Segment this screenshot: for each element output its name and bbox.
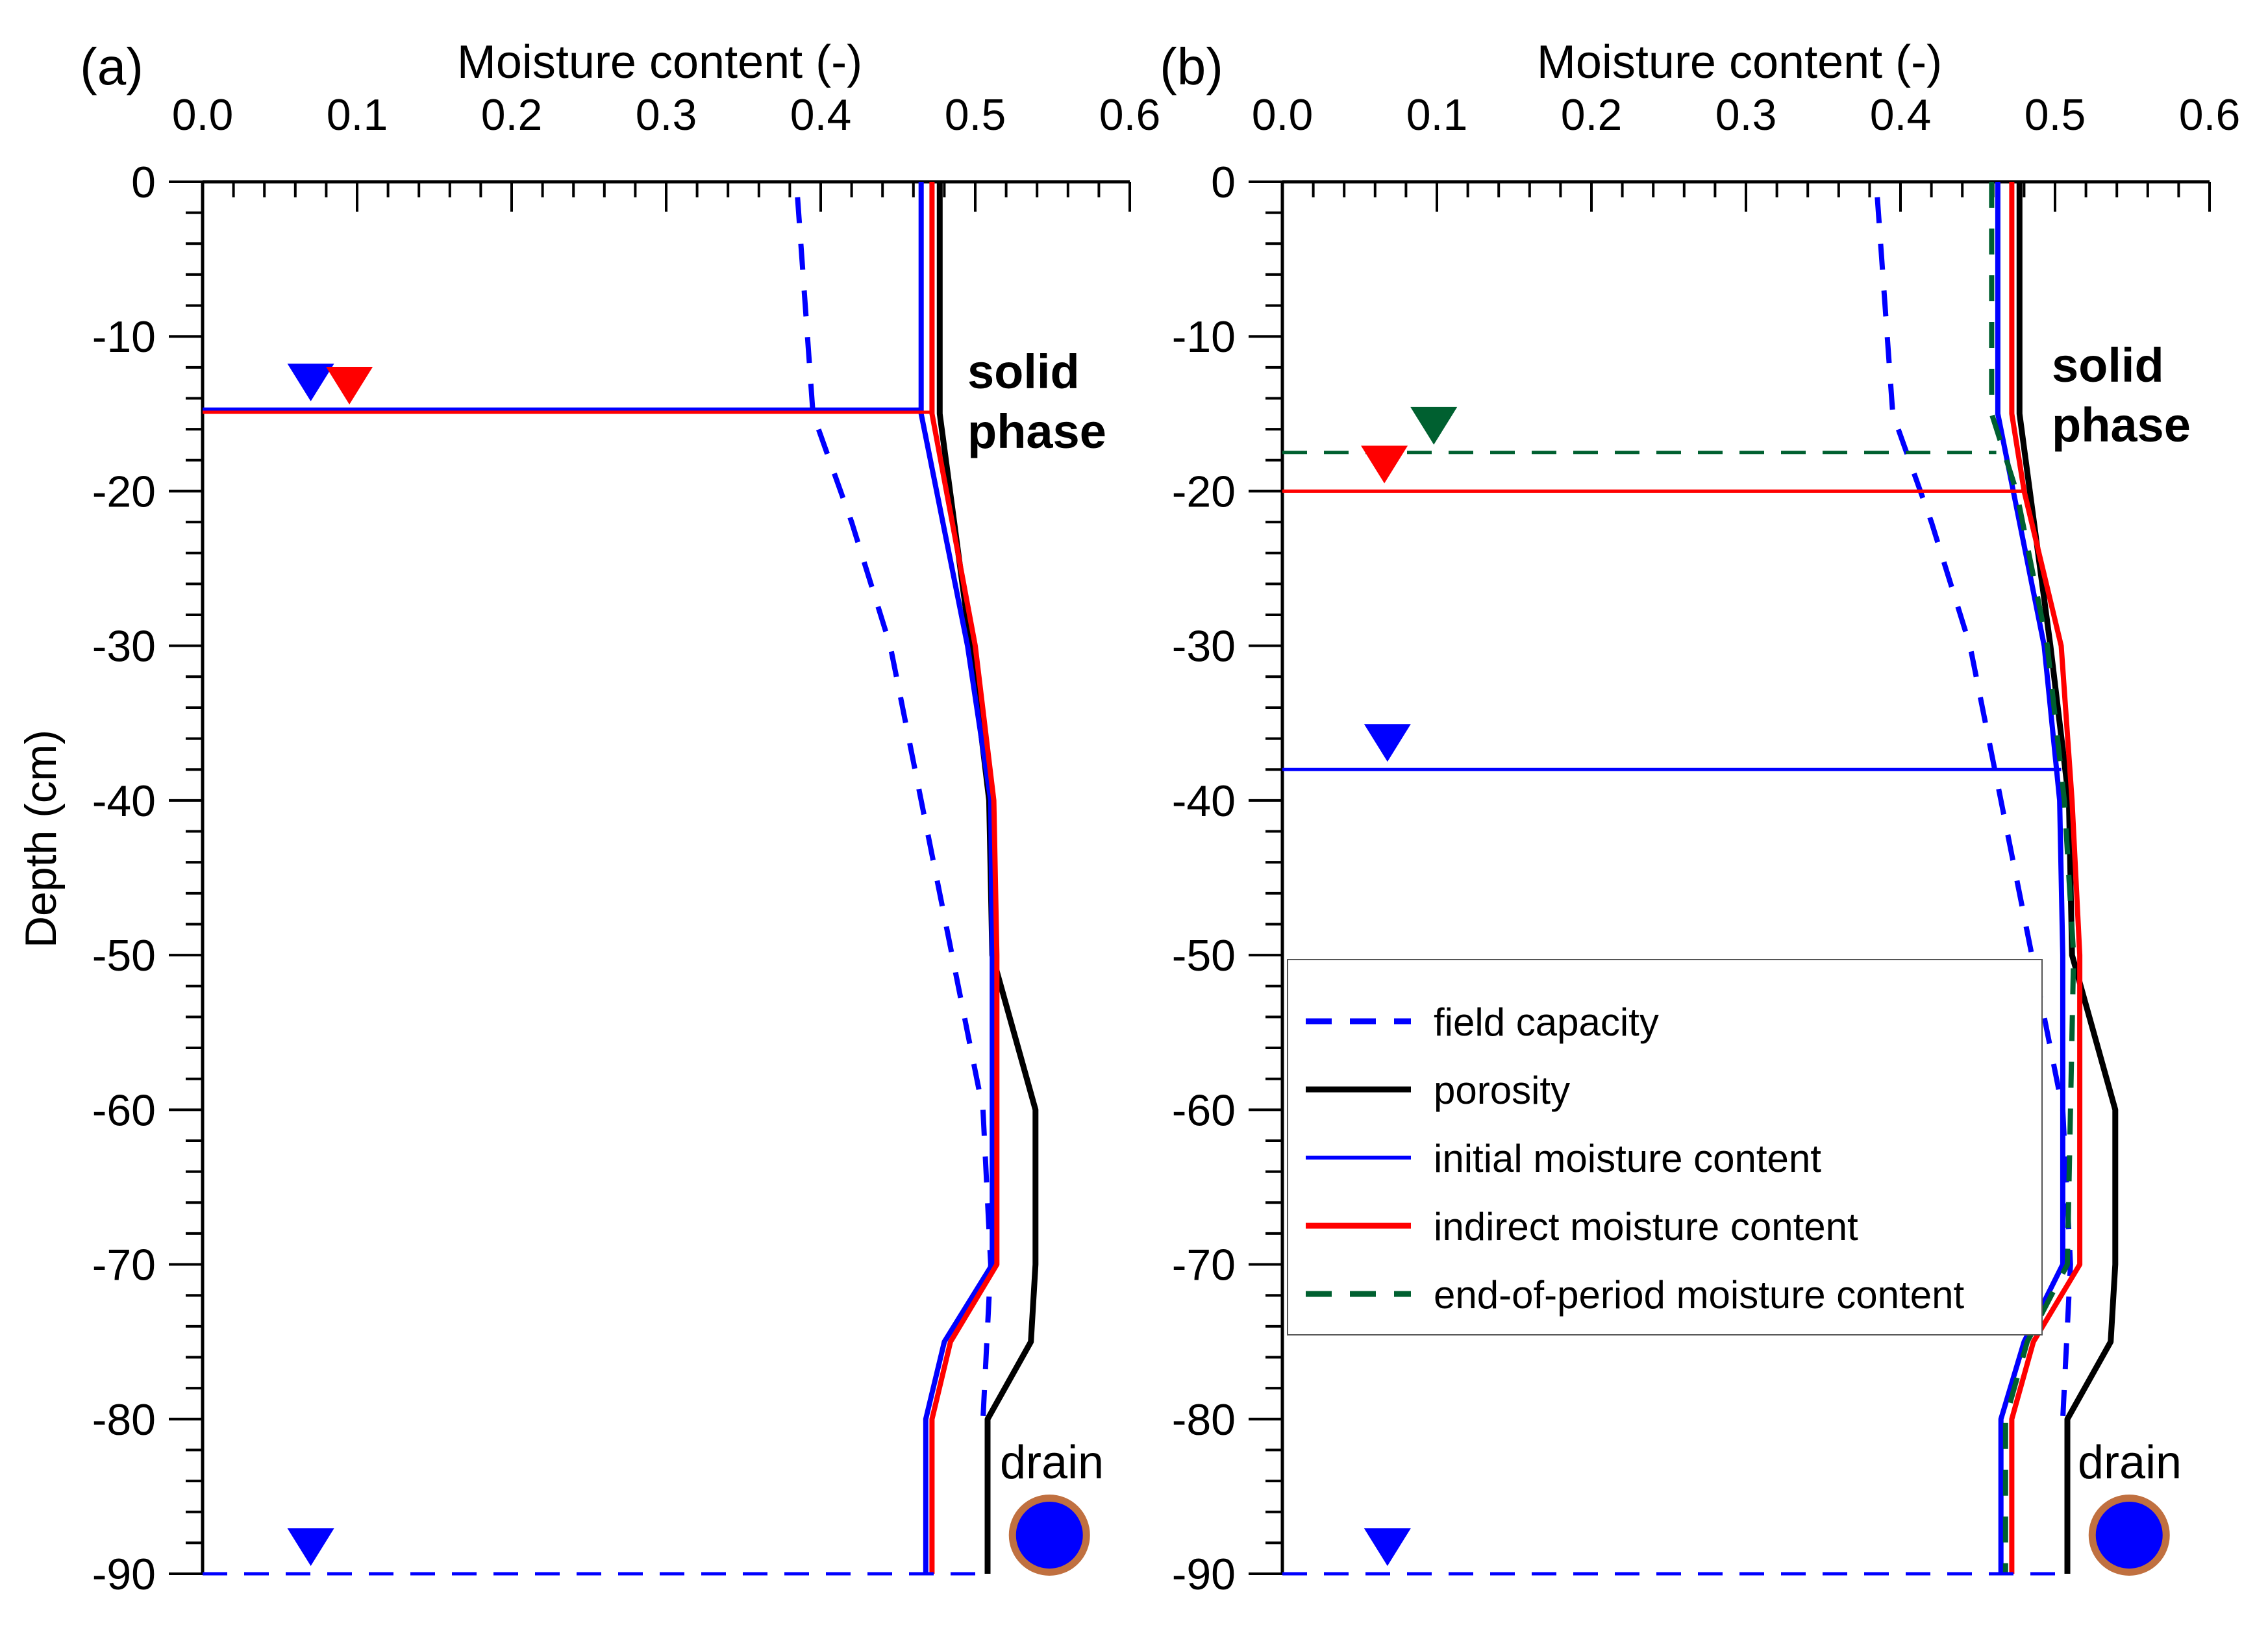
water-table-marker-end-of-period: [1410, 406, 1458, 445]
x-tick-label: 0.1: [327, 90, 388, 140]
drain-label: drain: [2078, 1437, 2182, 1489]
phase-label: phase: [2052, 398, 2191, 452]
x-tick-label: 0.1: [1406, 90, 1468, 140]
y-tick-label: -70: [1172, 1241, 1236, 1290]
series-indirect: [2009, 182, 2083, 1574]
y-tick-label: -50: [1172, 931, 1236, 980]
water-table-marker-initial: [287, 364, 334, 402]
series-end-of-period: [1989, 182, 2076, 1574]
panel-b: 0.0 0.1 0.2 0.3 0.4 0.5 0.6 0 -10 -20 -30 -40 -50 -60…: [1160, 36, 2240, 1599]
y-tick-label: -90: [1172, 1550, 1236, 1599]
phase-label: solid: [967, 345, 1080, 399]
y-tick-label: -70: [92, 1241, 156, 1290]
y-tick-label: -90: [92, 1550, 156, 1599]
x-tick-label: 0.3: [636, 90, 697, 140]
y-tick-label: -60: [92, 1086, 156, 1135]
series-initial: [1995, 182, 2065, 1574]
y-tick-label: -60: [1172, 1086, 1236, 1135]
x-tick-label: 0.3: [1715, 90, 1777, 140]
legend-label: porosity: [1434, 1069, 1570, 1112]
y-tick-label: -80: [92, 1395, 156, 1445]
phase-label: solid: [2052, 338, 2164, 392]
x-tick-label: 0.5: [2025, 90, 2086, 140]
x-tick-label: 0.6: [1099, 90, 1161, 140]
y-tick-label: -20: [1172, 467, 1236, 516]
y-tick-label: 0: [131, 158, 156, 207]
y-axis-title: Depth (cm): [16, 730, 66, 948]
x-tick-label: 0.5: [945, 90, 1006, 140]
water-table-marker-field-capacity: [287, 1528, 334, 1566]
legend-label: field capacity: [1434, 1000, 1659, 1044]
series-field-capacity: [795, 197, 993, 1419]
series-initial: [918, 182, 995, 1574]
legend-label: indirect moisture content: [1434, 1205, 1858, 1248]
y-tick-label: -50: [92, 931, 156, 980]
x-tick-label: 0.0: [172, 90, 234, 140]
panel-label: (a): [80, 38, 143, 95]
legend: field capacity porosity initial moisture c…: [1287, 959, 2043, 1335]
y-tick-label: -30: [92, 622, 156, 671]
drain-label: drain: [1000, 1437, 1104, 1489]
water-table-marker-indirect: [1361, 445, 1408, 484]
y-tick-label: -20: [92, 467, 156, 516]
water-table-marker-indirect: [326, 366, 373, 404]
series-indirect: [929, 182, 1000, 1574]
panel-label: (b): [1160, 38, 1223, 95]
x-tick-label: 0.2: [481, 90, 543, 140]
y-tick-label: -80: [1172, 1395, 1236, 1445]
y-tick-label: 0: [1211, 158, 1236, 207]
x-axis-title: Moisture content (-): [1537, 36, 1942, 88]
legend-box: [1287, 959, 2043, 1335]
x-axis-title: Moisture content (-): [457, 36, 862, 88]
x-tick-label: 0.4: [790, 90, 852, 140]
x-tick-label: 0.6: [2179, 90, 2241, 140]
y-tick-label: -10: [92, 312, 156, 362]
legend-label: end-of-period moisture content: [1434, 1273, 1964, 1317]
water-table-marker-field-capacity: [1364, 1528, 1411, 1566]
y-tick-label: -40: [92, 776, 156, 826]
panel-a: 0.0 0.1 0.2 0.3 0.4 0.5 0.6 0 -10 -20 -30 -40 -50 -60…: [16, 36, 1160, 1599]
x-tick-label: 0.4: [1870, 90, 1932, 140]
legend-label: initial moisture content: [1434, 1137, 1821, 1180]
x-tick-label: 0.2: [1561, 90, 1623, 140]
drain-icon: [2088, 1494, 2170, 1576]
drain-icon: [1008, 1494, 1090, 1576]
y-tick-label: -10: [1172, 312, 1236, 362]
y-tick-label: -30: [1172, 622, 1236, 671]
x-tick-label: 0.0: [1252, 90, 1314, 140]
phase-label: phase: [967, 404, 1106, 458]
y-tick-label: -40: [1172, 776, 1236, 826]
water-table-marker-initial: [1364, 724, 1411, 762]
series-field-capacity: [1875, 197, 2073, 1419]
